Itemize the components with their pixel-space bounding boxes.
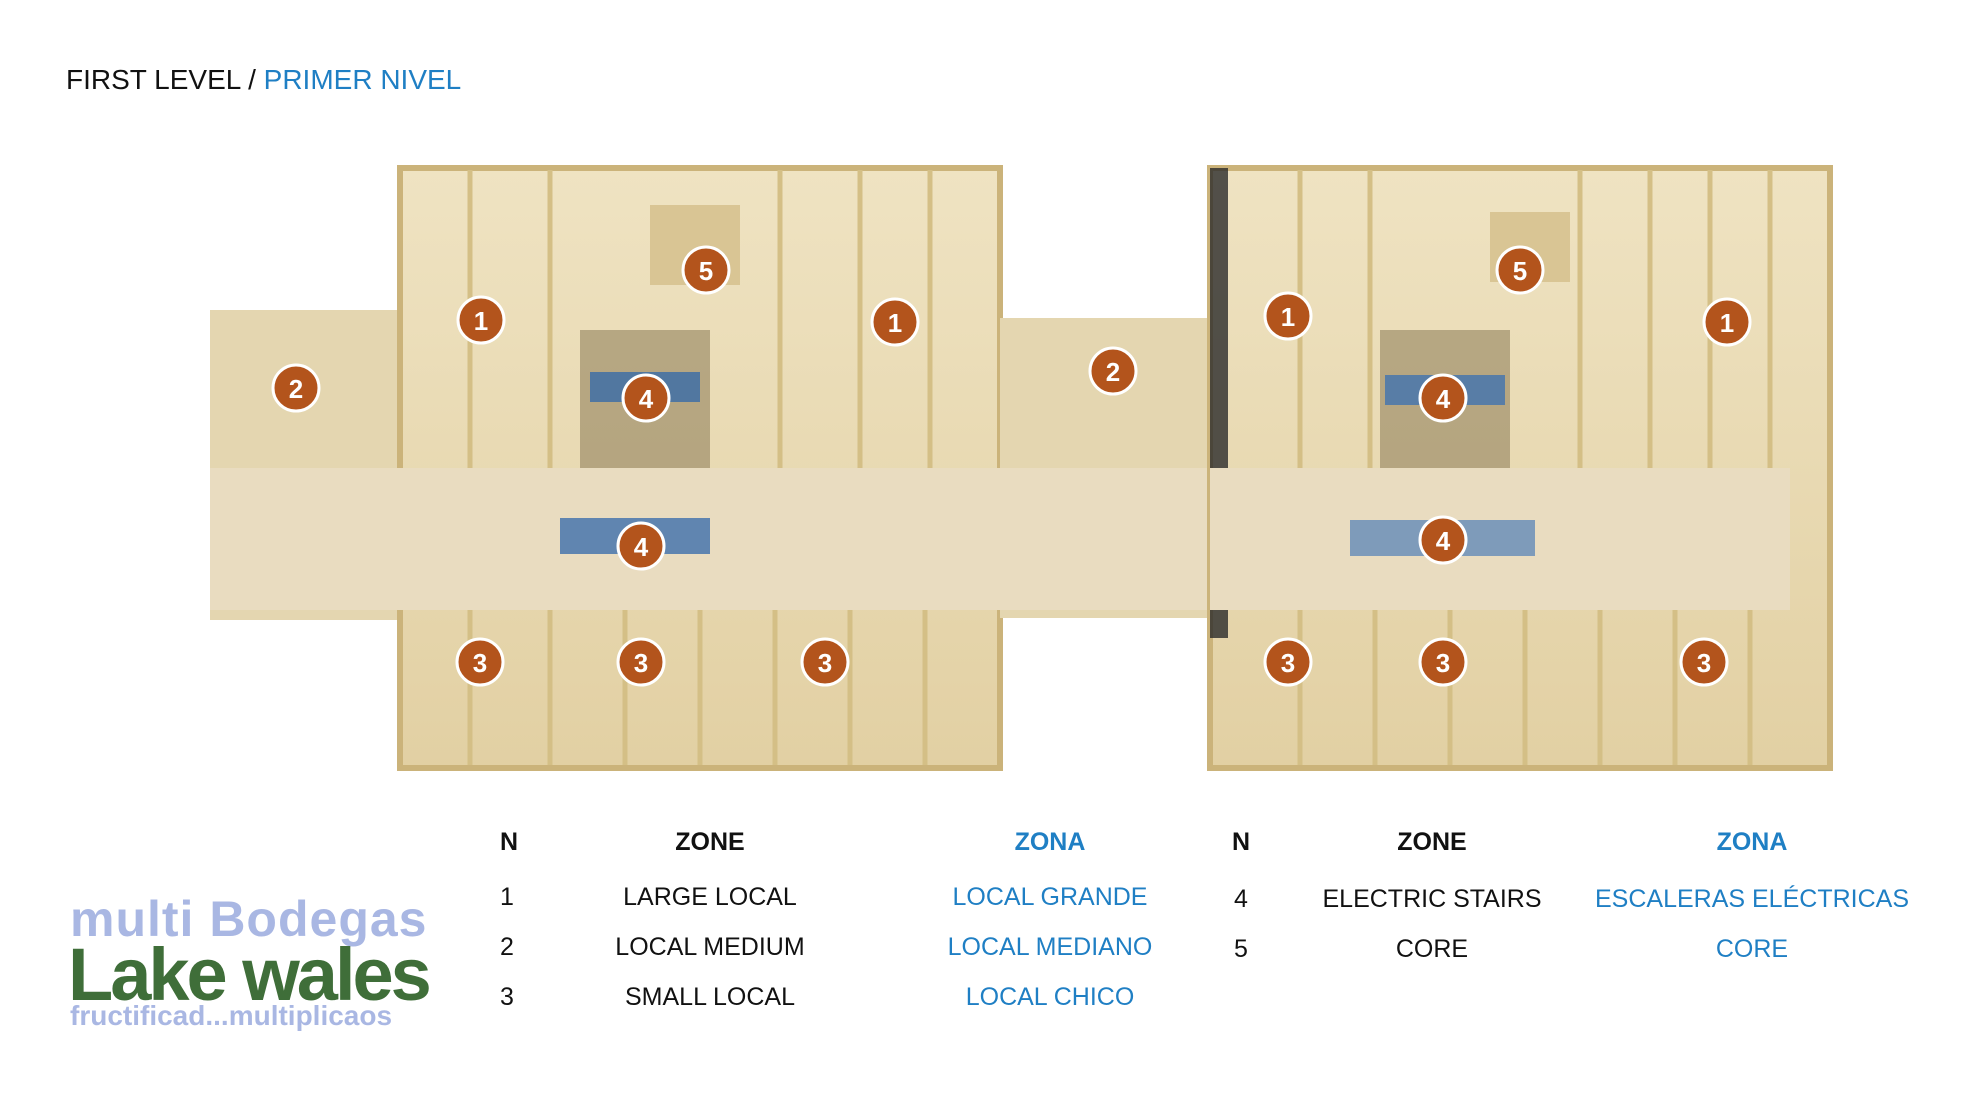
legend-row-zone: SMALL LOCAL	[625, 983, 795, 1011]
legend-header-n: N	[1232, 828, 1251, 856]
svg-text:5: 5	[1513, 256, 1527, 286]
floor-plan: 1 1 1 1 2 2 3 3 3 3 3 3 4 4 4 4 5 5	[210, 165, 1833, 771]
legend-row-zone: LARGE LOCAL	[623, 883, 797, 911]
left-building	[210, 165, 1003, 771]
legend-row-zone: LOCAL MEDIUM	[615, 933, 805, 961]
marker-3: 3	[800, 637, 850, 687]
marker-1: 1	[870, 297, 920, 347]
logo-line-3: fructificad...multiplicaos	[70, 1000, 393, 1031]
title-en: FIRST LEVEL	[66, 64, 241, 95]
brand-logo: multi Bodegas Lake wales fructificad...m…	[68, 890, 500, 1031]
svg-text:4: 4	[639, 384, 654, 414]
svg-text:2: 2	[1106, 357, 1120, 387]
legend-header-zona: ZONA	[1716, 828, 1788, 856]
marker-3: 3	[455, 637, 505, 687]
marker-4: 4	[1418, 515, 1468, 565]
svg-text:4: 4	[1436, 384, 1451, 414]
marker-1: 1	[1702, 297, 1752, 347]
marker-3: 3	[1418, 637, 1468, 687]
logo-line-2: Lake wales	[68, 933, 432, 1016]
svg-text:1: 1	[1720, 308, 1734, 338]
svg-text:3: 3	[818, 648, 832, 678]
legend-row-zona: LOCAL MEDIANO	[947, 933, 1153, 961]
marker-1: 1	[456, 295, 506, 345]
marker-3: 3	[616, 637, 666, 687]
legend-row-zone: ELECTRIC STAIRS	[1322, 885, 1542, 913]
legend-row-zona: LOCAL GRANDE	[952, 883, 1148, 911]
legend-row-zone: CORE	[1395, 935, 1469, 963]
marker-2: 2	[271, 363, 321, 413]
legend-header-zone: ZONE	[1397, 828, 1467, 856]
svg-text:1: 1	[474, 306, 488, 336]
legend-row-zona: LOCAL CHICO	[965, 983, 1135, 1011]
marker-4: 4	[621, 373, 671, 423]
legend-right: N ZONE ZONA 4 ELECTRIC STAIRS ESCALERAS …	[1232, 828, 1932, 1028]
svg-text:1: 1	[888, 308, 902, 338]
svg-text:4: 4	[1436, 526, 1451, 556]
marker-2: 2	[1088, 346, 1138, 396]
svg-text:3: 3	[473, 648, 487, 678]
svg-text:3: 3	[634, 648, 648, 678]
marker-5: 5	[681, 245, 731, 295]
title-separator: /	[240, 64, 264, 95]
legend-row-zona: ESCALERAS ELÉCTRICAS	[1595, 885, 1909, 913]
zone-markers: 1 1 1 1 2 2 3 3 3 3 3 3 4 4 4 4 5 5	[271, 245, 1752, 687]
marker-3: 3	[1679, 637, 1729, 687]
logo-line-1: multi Bodegas	[70, 891, 428, 947]
svg-text:3: 3	[1281, 648, 1295, 678]
legend-row-n: 4	[1234, 885, 1248, 913]
legend-header-zona: ZONA	[1014, 828, 1086, 856]
legend-row-n: 5	[1234, 935, 1248, 963]
svg-text:3: 3	[1436, 648, 1450, 678]
legend-row-zona: CORE	[1715, 935, 1789, 963]
page-title: FIRST LEVEL / PRIMER NIVEL	[66, 64, 461, 96]
svg-text:3: 3	[1697, 648, 1711, 678]
marker-4: 4	[1418, 373, 1468, 423]
legend-row-n: 3	[500, 983, 514, 1011]
svg-text:2: 2	[289, 374, 303, 404]
legend-header-zone: ZONE	[675, 828, 745, 856]
marker-3: 3	[1263, 637, 1313, 687]
svg-text:4: 4	[634, 532, 649, 562]
marker-1: 1	[1263, 291, 1313, 341]
legend-left: N ZONE ZONA 1 LARGE LOCAL LOCAL GRANDE 2…	[500, 828, 1180, 1028]
marker-4: 4	[616, 521, 666, 571]
legend-header-n: N	[500, 828, 519, 856]
svg-text:1: 1	[1281, 302, 1295, 332]
title-es: PRIMER NIVEL	[263, 64, 462, 95]
marker-5: 5	[1495, 245, 1545, 295]
legend-row-n: 2	[500, 933, 514, 961]
legend-row-n: 1	[500, 883, 514, 911]
svg-text:5: 5	[699, 256, 713, 286]
